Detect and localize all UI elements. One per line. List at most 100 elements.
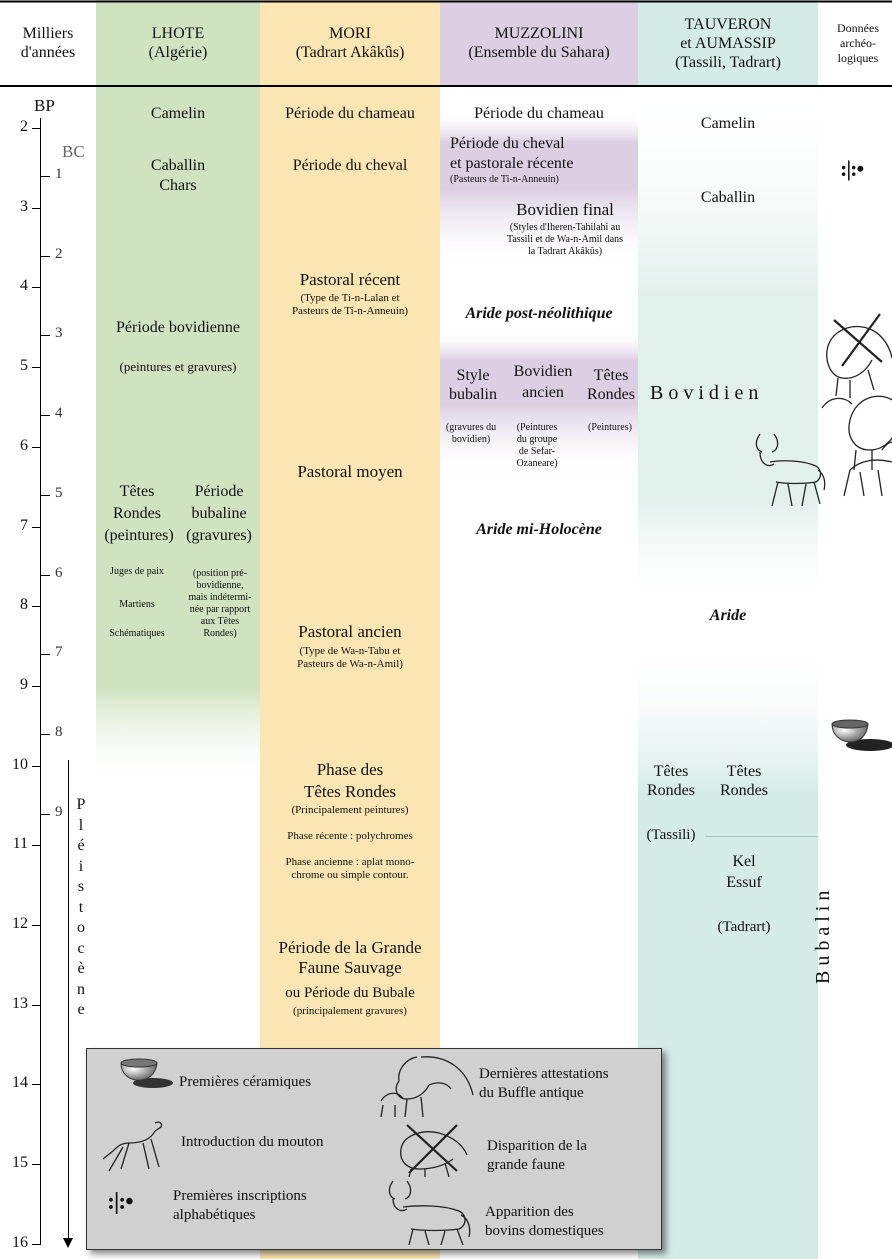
tau-aride: Aride (709, 607, 747, 624)
header-donnees-line2: archéo- (840, 35, 876, 50)
tau-tadrart: (Tadrart) (717, 919, 771, 935)
mori-pastoral-recent-sub1: (Type de Ti-n-Lalan et (300, 292, 400, 304)
lhote-martiens: Martiens (119, 599, 155, 610)
axis-bp-tick (32, 526, 41, 528)
muz-tetes-rondes-2: Rondes (587, 386, 635, 403)
mori-phase-recente: Phase récente : polychromes (287, 830, 413, 842)
lhote-position-line6: Rondes) (203, 628, 237, 639)
header-lhote-name: LHOTE (151, 25, 205, 42)
axis-bp-tick (32, 1243, 41, 1245)
axis-bp-value: 5 (20, 357, 28, 375)
axis-bp-tick (32, 845, 41, 847)
axis-bc-tick (41, 335, 50, 337)
ceramics-icon (831, 719, 892, 751)
axis-pleistocene-letter: n (77, 980, 85, 998)
legend-fauna-extinct-icon (400, 1124, 468, 1177)
lhote-peintures: (peintures) (104, 527, 174, 544)
legend-buffle-1: Dernières attestations (479, 1066, 609, 1082)
lhote-peintures-gravures: (peintures et gravures) (119, 359, 237, 374)
header-muzzolini-name: MUZZOLINI (494, 25, 584, 42)
muz-peintures: (Peintures) (588, 422, 632, 433)
axis-bp-value: 9 (20, 675, 28, 693)
mori-pastoral-recent: Pastoral récent (299, 270, 401, 289)
legend-buffle: Dernières attestations du Buffle antique (479, 1065, 609, 1103)
mori-grande-faune-2: Faune Sauvage (298, 958, 402, 977)
muz-peintures-groupe-2: du groupe (516, 434, 558, 445)
muz-pastorale-recente: et pastorale récente (450, 155, 574, 172)
mori-chameau: Période du chameau (285, 105, 415, 122)
lhote-position-line3: mais indétermi- (188, 592, 252, 603)
legend-disparition-1: Disparition de la (487, 1138, 587, 1154)
legend-box: Premières céramiques Introduction du mou… (86, 1048, 662, 1250)
legend-bovins-2: bovins domestiques (485, 1223, 604, 1239)
muz-peintures-groupe-3: de Sefar- (518, 446, 556, 457)
mori-pastoral-ancien: Pastoral ancien (298, 622, 402, 641)
lhote-gravures: (gravures) (186, 527, 252, 544)
tau-tassili: (Tassili) (646, 827, 696, 843)
lhote-tetes: Têtes (119, 483, 155, 500)
axis-bp-tick (32, 765, 41, 767)
lhote-position-line4: née par rapport (189, 604, 251, 615)
axis-bc-tick (41, 574, 50, 576)
axis-bc-tick (41, 415, 50, 417)
mori-grande-faune: Période de la Grande Faune Sauvage (260, 938, 440, 978)
axis-bp-tick (32, 1004, 41, 1006)
header-tauveron-region: (Tassili, Tadrart) (675, 53, 781, 71)
axis-bp-value: 10 (12, 755, 28, 773)
axis-bp-tick (32, 446, 41, 448)
muz-peintures-groupe-1: (Peintures (516, 422, 558, 433)
axis-bp-tick (32, 207, 41, 209)
tau-tetes-rondes-tadrart-2: Rondes (720, 782, 768, 799)
axis-bc-value: 8 (55, 723, 63, 740)
axis-bc-value: 3 (55, 325, 63, 342)
axis-bp-tick (32, 1164, 41, 1166)
axis-bc-value: 7 (55, 644, 63, 661)
axis-bc-tick (41, 255, 50, 257)
axis-bc-value: 9 (55, 803, 63, 820)
legend-bovins-1: Apparition des (485, 1204, 574, 1220)
axis-pleistocene-letter: P (76, 796, 86, 813)
legend-bovins: Apparition des bovins domestiques (485, 1203, 604, 1241)
mori-principalement-gravures: (principalement gravures) (293, 1005, 407, 1017)
axis-bc-tick (41, 176, 50, 177)
header-lhote: LHOTE (Algérie) (96, 0, 260, 86)
axis-bp-value: 11 (12, 835, 28, 853)
tau-caballin: Caballin (700, 189, 756, 206)
axis-bp-value: 14 (12, 1074, 28, 1092)
axis-bp-value: 6 (20, 436, 28, 454)
mori-phase-des: Phase des (316, 760, 384, 779)
axis-bc-value: 6 (55, 564, 63, 581)
axis-bp-tick (32, 128, 41, 129)
header-donnees-line1: Données (837, 20, 879, 35)
axis-bc-tick (41, 813, 50, 815)
mori-pastoral-recent-sub2: Pasteurs de Ti-n-Anneuin) (291, 305, 409, 317)
axis-bp-value: 8 (20, 596, 28, 614)
muz-bovidien-ancien-2: ancien (522, 384, 564, 401)
axis-bp-line (40, 118, 41, 1244)
lhote-camelin: Camelin (150, 105, 206, 122)
axis-pleistocene-letter: l (78, 816, 84, 834)
axis-bc-tick (41, 733, 50, 735)
lhote-juges: Juges de paix (110, 566, 164, 577)
mori-phase-ancienne-1: Phase ancienne : aplat mono- (285, 856, 415, 868)
legend-inscriptions: Premières inscriptions alphabétiques (173, 1187, 307, 1225)
muz-peintures-groupe: (Peintures du groupe de Sefar- Ozaneare) (504, 422, 570, 470)
axis-pleistocene-letter: o (77, 919, 85, 936)
axis-bp-value: 16 (12, 1233, 28, 1251)
axis-bp-tick (32, 287, 41, 289)
muz-peintures-groupe-4: Ozaneare) (516, 458, 558, 469)
axis-bp-value: 12 (12, 915, 28, 932)
legend-disparition: Disparition de la grande faune (487, 1137, 587, 1175)
mori-tetes-rondes: Têtes Rondes (303, 782, 397, 801)
tau-bovidien: B o v i d i e n (650, 382, 759, 404)
axis-bp-tick (32, 1084, 41, 1086)
axis-bc-value: 1 (55, 166, 63, 182)
lhote-position-line1: (position pré- (192, 568, 248, 579)
muz-style-bubalin-2: bubalin (449, 386, 497, 403)
muz-cheval: Période du cheval (450, 135, 565, 152)
domestic-cattle-icon (755, 433, 826, 507)
legend-inscriptions-2: alphabétiques (173, 1207, 256, 1223)
muz-gravures-bovidien-2: bovidien) (451, 434, 491, 445)
mori-principalement-peintures: (Principalement peintures) (291, 804, 409, 816)
header-mori-name: MORI (329, 25, 371, 42)
